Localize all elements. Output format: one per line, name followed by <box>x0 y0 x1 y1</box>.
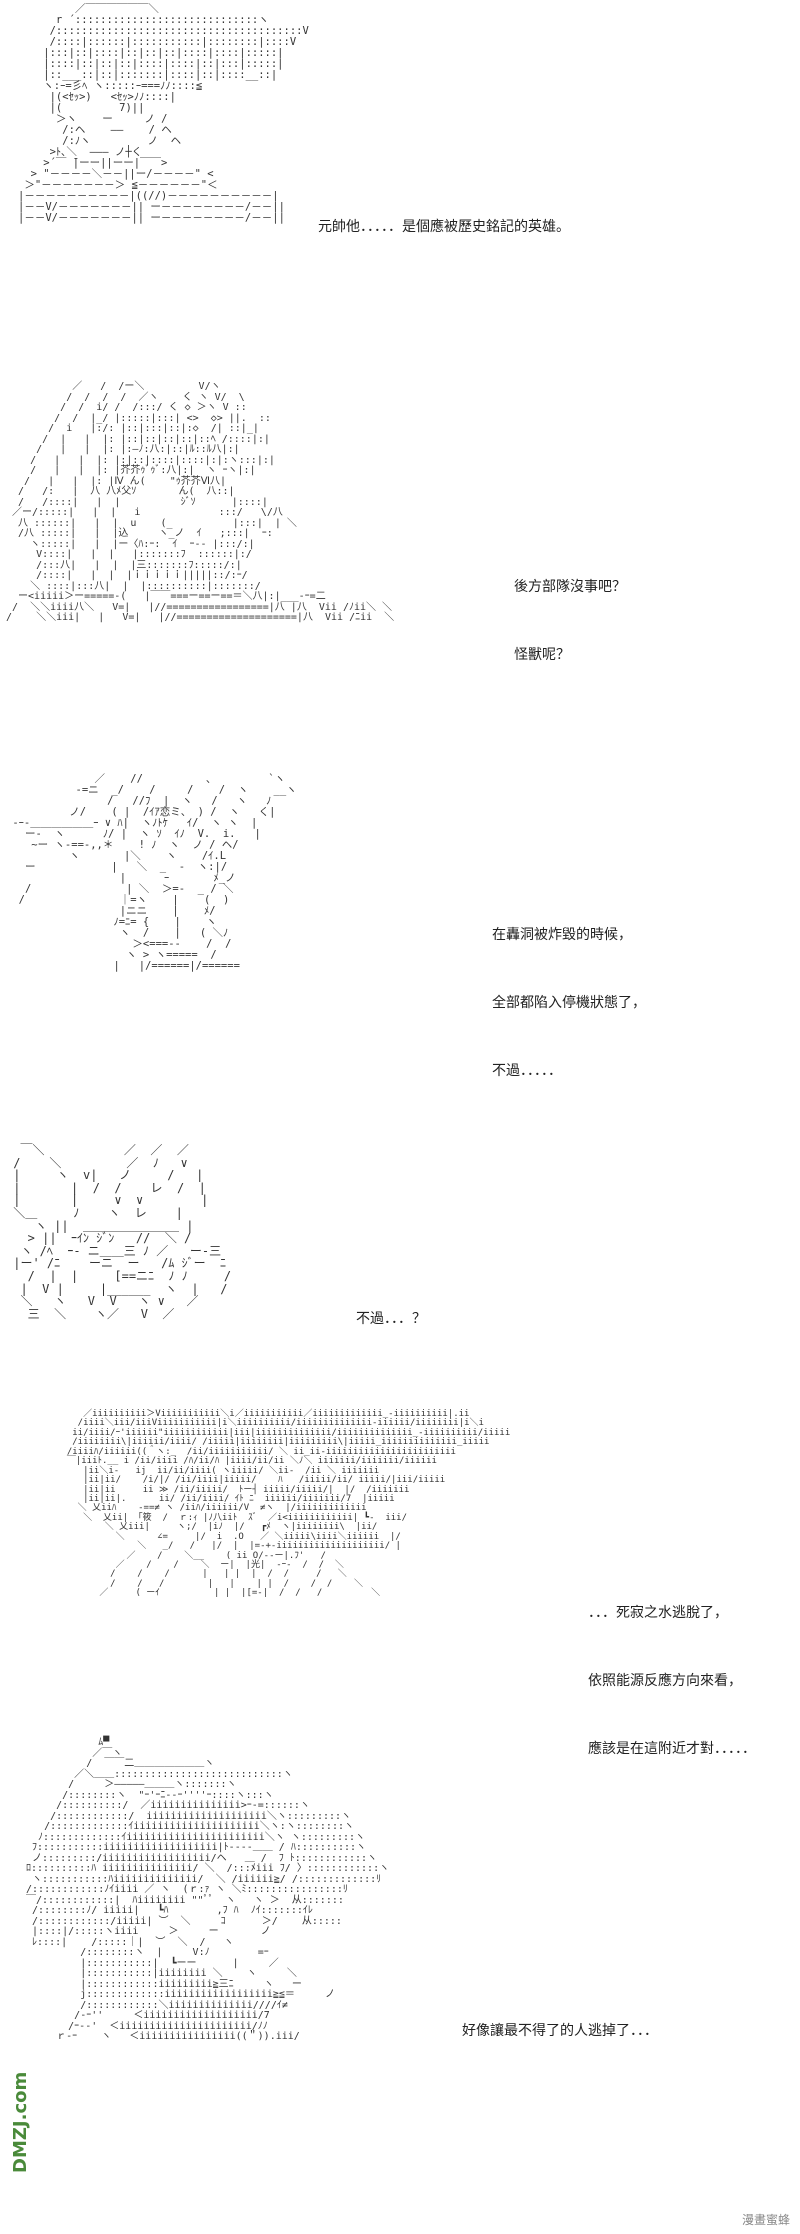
caption-panel-1: 元帥他．．．．．是個應被歷史銘記的英雄。 <box>318 172 570 284</box>
caption-line: 全部都陷入停機狀態了， <box>492 995 646 1011</box>
caption-line: 元帥他．．．．．是個應被歷史銘記的英雄。 <box>318 219 570 235</box>
caption-line: 不過．．．．． <box>492 1063 562 1079</box>
caption-line: ．．．死寂之水逃脫了， <box>588 1605 728 1621</box>
panel-2: ／ / /ー＼ V/ヽ / / / / ／ヽ く ヽ V/ \ / / i/ /… <box>0 378 800 758</box>
dmzj-logo-icon: DMZJ.com <box>10 2072 31 2173</box>
caption-line: 怪獸呢？ <box>514 647 570 663</box>
ascii-art-panel-5: ／iiiiiiiiii＞Viiiiiiiiiii＼i／iiiiiiiiiii／i… <box>66 1409 511 1599</box>
ascii-art-panel-2: ／ / /ー＼ V/ヽ / / / / ／ヽ く ヽ V/ \ / / i/ /… <box>6 381 395 623</box>
svg-text:DMZJ.com: DMZJ.com <box>10 2072 31 2173</box>
caption-line: 不過．．．？ <box>356 1311 426 1327</box>
ascii-art-panel-1: ／￣￣￣￣￣￣＼ r ´::::::::::::::::::::::::::::… <box>18 3 309 225</box>
caption-line: 在轟洞被炸毀的時候， <box>492 927 632 943</box>
caption-line: 依照能源反應方向來看， <box>588 1673 742 1689</box>
caption-line: 後方部隊沒事吧？ <box>514 579 626 595</box>
ascii-art-panel-6: ﾑ▀ ／￣ヽ / ￣￣二＿＿＿＿＿＿＿ヽ ／＼＿＿:::::::::::::::… <box>26 1737 390 2042</box>
panel-6: ﾑ▀ ／￣ヽ / ￣￣二＿＿＿＿＿＿＿ヽ ／＼＿＿:::::::::::::::… <box>0 1734 800 2234</box>
site-logo: DMZJ.com <box>4 2055 34 2175</box>
panel-4: ￣＼ ／ ／ ／ / ＼ ／ ﾉ ∨ | ヽ v| ノ / | | | / / … <box>0 1140 800 1400</box>
panel-5: ／iiiiiiiiii＞Viiiiiiiiiii＼i／iiiiiiiiiii／i… <box>0 1406 800 1757</box>
watermark-text: 漫畫蜜蜂 <box>741 2213 790 2227</box>
panel-3: ／ // ､ `ヽ -=ニ _/ / / / ヽ __ヽ / //ﾌ | ヽ /… <box>0 770 800 1130</box>
caption-panel-2: 後方部隊沒事吧？ 怪獸呢？ <box>514 532 626 712</box>
caption-panel-5: ．．．死寂之水逃脫了， 依照能源反應方向來看， 應該是在這附近才對．．．．． <box>588 1558 756 1806</box>
caption-panel-3: 在轟洞被炸毀的時候， 全部都陷入停機狀態了， 不過．．．．． <box>492 880 646 1128</box>
ascii-art-panel-4: ￣＼ ／ ／ ／ / ＼ ／ ﾉ ∨ | ヽ v| ノ / | | | / / … <box>13 1143 232 1321</box>
caption-panel-4: 不過．．．？ <box>356 1264 426 1376</box>
caption-line: 應該是在這附近才對．．．．． <box>588 1741 756 1757</box>
caption-line: 好像讓最不得了的人逃掉了．．． <box>462 2023 658 2039</box>
ascii-art-panel-3: ／ // ､ `ヽ -=ニ _/ / / / ヽ __ヽ / //ﾌ | ヽ /… <box>12 773 297 973</box>
panel-1: ／￣￣￣￣￣￣＼ r ´::::::::::::::::::::::::::::… <box>0 0 800 260</box>
caption-panel-6: 好像讓最不得了的人逃掉了．．． <box>462 1976 658 2088</box>
